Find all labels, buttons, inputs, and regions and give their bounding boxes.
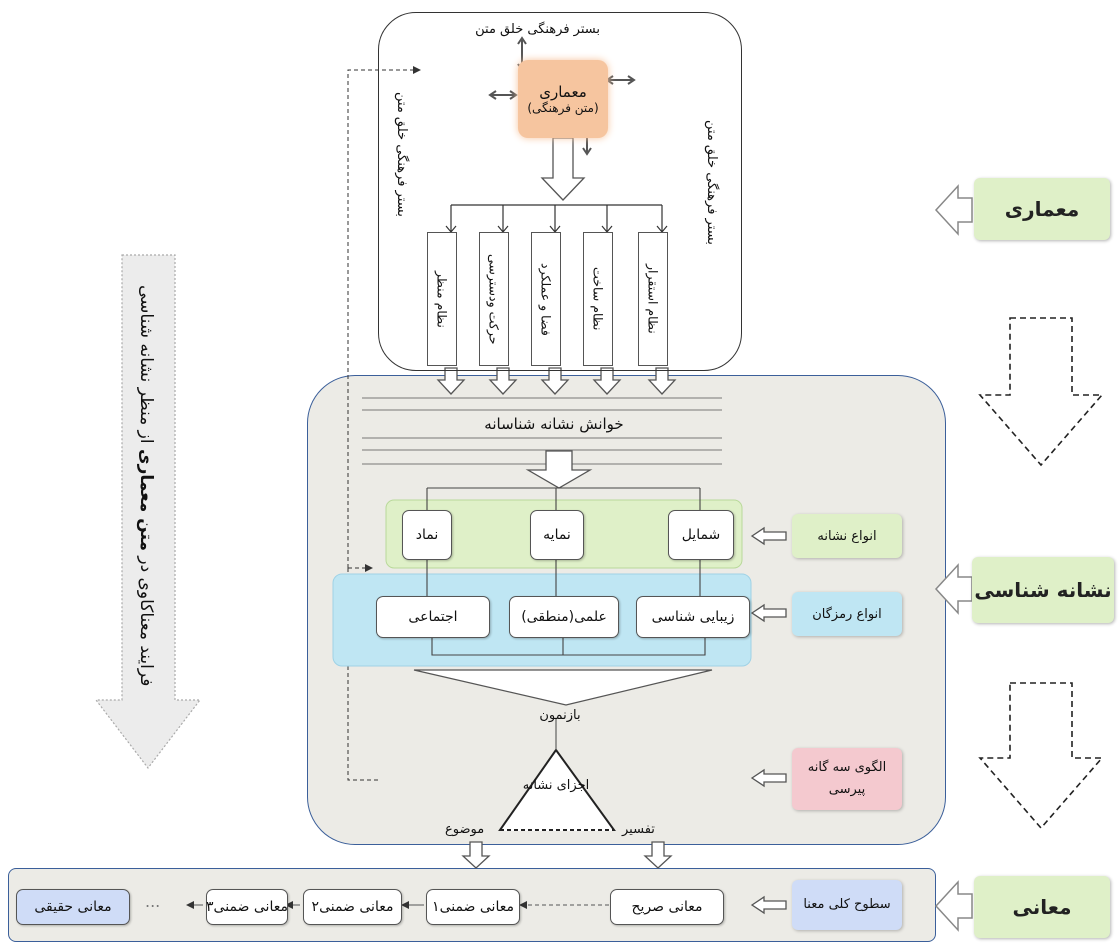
code-type-aesthetic: زیبایی شناسی <box>636 596 750 638</box>
side-label-sign-types: انواع نشانه <box>792 514 902 558</box>
column-construction-system: نظام ساخت <box>583 232 613 366</box>
column-landscape-system: نظام منظر <box>427 232 457 366</box>
big-box-meanings: معانی <box>974 876 1110 938</box>
side-label-peirce-model: الگوی سه گانه پیرسی <box>792 748 902 810</box>
column-movement-access: حرکت ودسترسی <box>479 232 509 366</box>
process-title: فرایند معناکاوی در متن معماری از منظر نش… <box>136 285 156 686</box>
meaning-implicit-2: معانی ضمنی۲ <box>303 889 402 925</box>
side-label-code-types: انواع رمزگان <box>792 592 902 636</box>
process-title-prefix: فرایند معناکاوی در <box>136 556 156 687</box>
meaning-implicit-3: معانی ضمنی۳ <box>206 889 288 925</box>
semiotic-reading-label: خوانش نشانه شناسانه <box>470 415 638 433</box>
code-type-scientific: علمی(منطقی) <box>509 596 619 638</box>
side-label-meaning-levels: سطوح کلی معنا <box>792 880 902 930</box>
sign-type-index: نمایه <box>530 510 584 560</box>
meaning-explicit: معانی صریح <box>610 889 724 925</box>
process-title-emphasis: متن معماری <box>136 449 156 551</box>
meaning-true: معانی حقیقی <box>16 889 130 925</box>
interpretant-label: تفسیر <box>622 822 655 837</box>
meaning-implicit-1: معانی ضمنی۱ <box>426 889 520 925</box>
architecture-center-box: معماری (متن فرهنگی) <box>518 60 608 138</box>
architecture-panel <box>378 12 742 371</box>
culture-context-right-label: بستر فرهنگی خلق متن <box>704 120 719 245</box>
big-box-architecture: معماری <box>974 178 1110 240</box>
big-box-semiotics: نشانه شناسی <box>972 557 1114 623</box>
sign-type-icon: شمایل <box>668 510 734 560</box>
sign-components-label: اجزای نشانه <box>522 778 590 793</box>
sign-type-symbol: نماد <box>402 510 452 560</box>
culture-context-left-label: بستر فرهنگی خلق متن <box>394 92 409 217</box>
architecture-center-subtitle: (متن فرهنگی) <box>527 101 599 115</box>
representamen-label: بازنمون <box>539 708 581 723</box>
column-space-function: فضا و عملکرد <box>531 232 561 366</box>
architecture-center-title: معماری <box>539 83 587 101</box>
column-placement-system: نظام استقرار <box>638 232 668 366</box>
meaning-ellipsis: ... <box>145 892 161 911</box>
object-label: موضوع <box>445 822 485 837</box>
process-title-suffix: از منظر نشانه شناسی <box>136 285 156 444</box>
culture-context-top-label: بستر فرهنگی خلق متن <box>475 22 600 37</box>
code-type-social: اجتماعی <box>376 596 490 638</box>
